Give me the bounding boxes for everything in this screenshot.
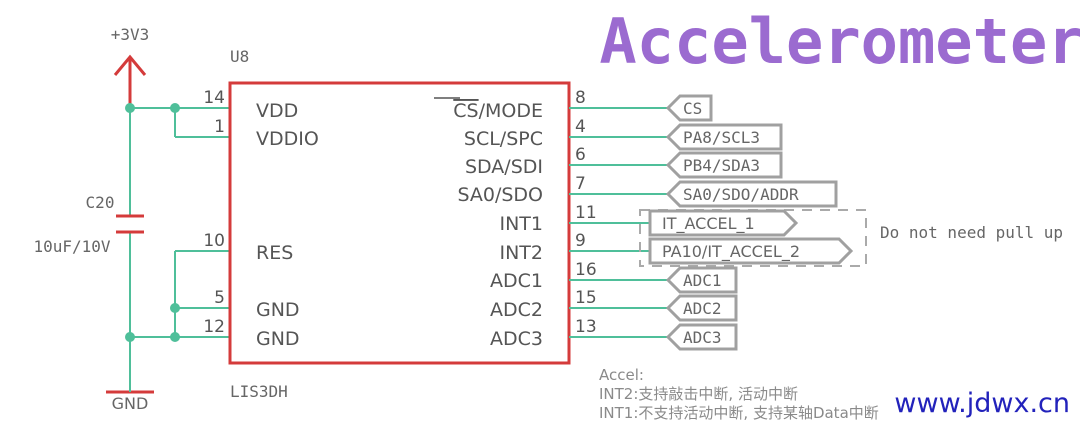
net-flag-pa8-scl3: PA8/SCL3 <box>665 123 783 151</box>
ground-label: GND <box>112 394 149 413</box>
pin-number: 4 <box>575 117 586 137</box>
pin-name-cs-mode: CS/MODE <box>453 100 543 122</box>
capacitor-c20: C20 10uF/10V <box>33 193 144 256</box>
pin-number: 15 <box>575 288 597 308</box>
pin-name-vddio: VDDIO <box>256 128 319 150</box>
junction-dot <box>170 303 180 313</box>
junction-dot <box>125 332 135 342</box>
pullup-note: Do not need pull up <box>880 223 1063 242</box>
pin-name-vdd: VDD <box>256 100 298 122</box>
pin-number: 7 <box>575 174 586 194</box>
net-flag-it-accel-1: IT_ACCEL_1 <box>648 209 799 237</box>
pin-number: 8 <box>575 88 586 108</box>
pin-number: 1 <box>214 117 225 137</box>
note-heading: Accel: <box>599 366 644 384</box>
net-flag-label: PA8/SCL3 <box>683 128 760 147</box>
pin-name-scl: SCL/SPC <box>464 128 543 150</box>
note-int2: INT2:支持敲击中断, 活动中断 <box>599 385 798 403</box>
pin-number: 9 <box>575 231 586 251</box>
pin-name-res: RES <box>256 242 293 264</box>
net-flag-adc1: ADC1 <box>665 266 738 294</box>
net-flag-adc3: ADC3 <box>665 323 738 351</box>
schematic-title: Accelerometer <box>599 5 1080 78</box>
net-flag-label: ADC1 <box>683 271 722 290</box>
net-flag-label: ADC3 <box>683 328 722 347</box>
pin-name-adc1: ADC1 <box>490 270 543 292</box>
watermark-text: www.jdwx.cn <box>894 388 1070 419</box>
pin-name-sda: SDA/SDI <box>465 156 543 178</box>
net-flag-sa0-sdo-addr: SA0/SDO/ADDR <box>665 180 838 208</box>
net-flag-adc2: ADC2 <box>665 294 738 322</box>
net-flag-label: ADC2 <box>683 299 722 318</box>
ic-part-number: LIS3DH <box>230 382 288 401</box>
pin-name-int2: INT2 <box>499 242 543 264</box>
net-flag-cs: CS <box>665 94 713 122</box>
ground-symbol: GND <box>106 390 154 413</box>
pin-number: 12 <box>203 317 225 337</box>
net-flag-label: IT_ACCEL_1 <box>662 214 755 234</box>
pin-number: 14 <box>203 88 225 108</box>
right-wires <box>569 107 668 338</box>
pin-number: 16 <box>575 260 597 280</box>
junction-dot <box>125 103 135 113</box>
junction-dot <box>170 332 180 342</box>
pin-name-gnd: GND <box>256 299 300 321</box>
note-int1: INT1:不支持活动中断, 支持某轴Data中断 <box>599 404 879 422</box>
net-flag-label: PB4/SDA3 <box>683 156 760 175</box>
pin-name-mode: /MODE <box>479 100 543 122</box>
net-flag-pb4-sda3: PB4/SDA3 <box>665 151 783 179</box>
ic-reference: U8 <box>230 47 249 66</box>
pin-number: 10 <box>203 231 225 251</box>
pin-name-int1: INT1 <box>499 213 543 235</box>
net-flag-label: CS <box>683 99 702 118</box>
net-flag-pa10-it-accel-2: PA10/IT_ACCEL_2 <box>648 237 854 265</box>
pin-name-cs-overline: CS <box>453 100 478 122</box>
net-flag-label: SA0/SDO/ADDR <box>683 185 799 204</box>
pin-number: 13 <box>575 317 597 337</box>
power-label: +3V3 <box>111 25 150 44</box>
pin-number: 5 <box>214 288 225 308</box>
capacitor-ref: C20 <box>86 193 115 212</box>
net-flag-label: PA10/IT_ACCEL_2 <box>662 242 800 262</box>
pin-name-sa0: SA0/SDO <box>457 184 543 206</box>
junction-dot <box>170 103 180 113</box>
pin-number: 6 <box>575 145 586 165</box>
capacitor-value: 10uF/10V <box>33 237 110 256</box>
pin-name-adc3: ADC3 <box>490 328 543 350</box>
left-wires <box>125 103 230 392</box>
pin-name-adc2: ADC2 <box>490 299 543 321</box>
pin-name-gnd: GND <box>256 328 300 350</box>
pin-number: 11 <box>575 203 597 223</box>
power-symbol-3v3: +3V3 <box>111 25 150 108</box>
